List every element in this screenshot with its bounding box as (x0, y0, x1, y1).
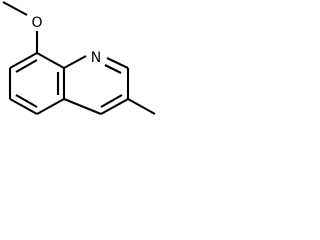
bond-n1-c2 (106, 57, 129, 69)
bond-c8a-c8 (36, 52, 65, 69)
bond-c3-c4 (100, 98, 129, 115)
bond-methoxy-methyl (2, 1, 28, 16)
bond-c8-c7 (9, 52, 38, 69)
bond-inner-c3-c4 (100, 94, 123, 108)
atom-oxygen: O (31, 15, 42, 31)
bond-c4-c4a (63, 98, 102, 115)
bond-c8a-n1 (63, 55, 87, 69)
atom-nitrogen: N (91, 50, 101, 66)
structure-diagram: O N (2, 1, 156, 115)
bond-inner-c8-c7 (15, 59, 38, 73)
bond-c3-methyl (127, 98, 156, 115)
bond-c5-c4a (36, 98, 65, 115)
bond-c6-c5 (9, 98, 38, 115)
bond-inner-n1-c2 (104, 64, 122, 74)
bond-inner-c6-c5 (15, 94, 38, 108)
